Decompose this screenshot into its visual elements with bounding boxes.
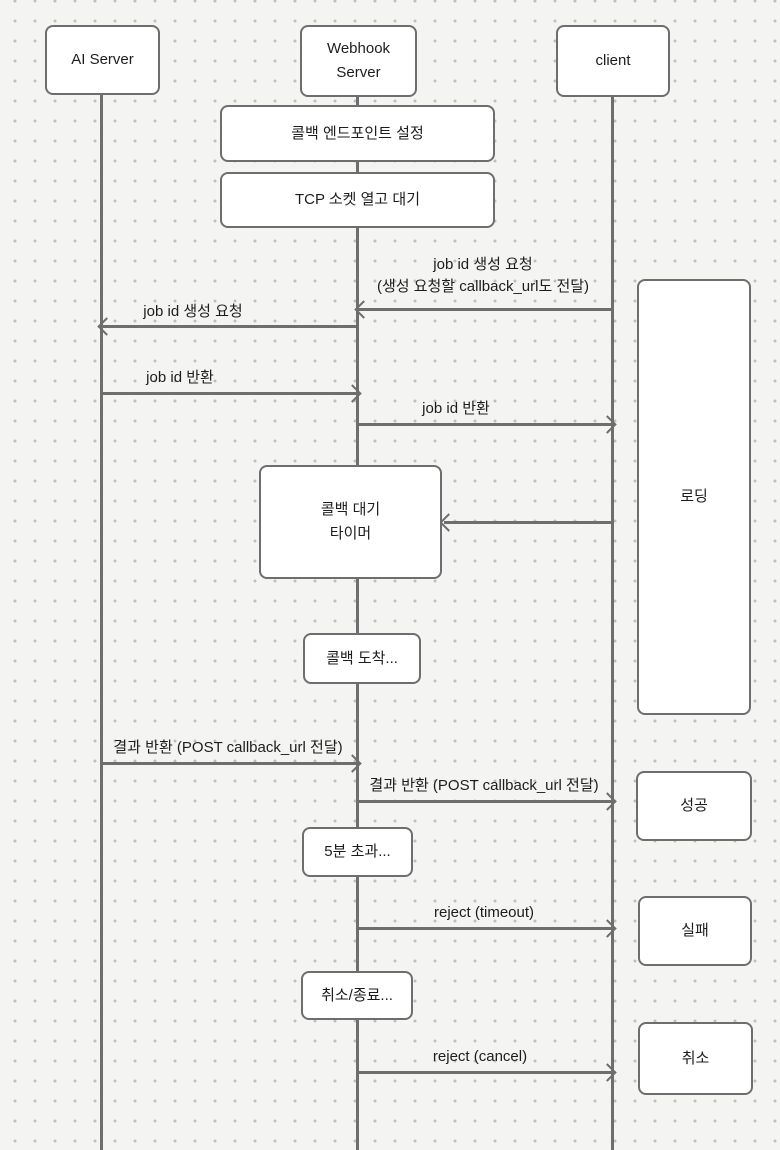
actor-ai-server[interactable]: AI Server <box>45 25 160 95</box>
message-label: reject (cancel) <box>432 1048 528 1065</box>
step-label: 취소/종료... <box>321 986 393 1004</box>
step-label: 5분 초과... <box>324 843 391 860</box>
step-callback-endpoint-setup[interactable]: 콜백 엔드포인트 설정 <box>220 105 495 162</box>
actor-webhook-server[interactable]: Webhook Server <box>300 25 417 97</box>
step-callback-wait-timer[interactable]: 콜백 대기 타이머 <box>259 465 442 579</box>
state-success[interactable]: 성공 <box>636 771 752 841</box>
message-label: job id 반환 <box>146 369 214 386</box>
message-label: 결과 반환 (POST callback_url 전달) <box>369 777 599 794</box>
state-label: 실패 <box>681 922 709 939</box>
state-label: 성공 <box>680 797 708 814</box>
message-label: 결과 반환 (POST callback_url 전달) <box>113 739 343 756</box>
step-label: 콜백 대기 타이머 <box>320 501 381 542</box>
actor-label: client <box>595 52 631 69</box>
actor-client[interactable]: client <box>556 25 670 97</box>
message-label: reject (timeout) <box>433 904 535 921</box>
lifeline-ai-server[interactable] <box>100 95 103 1150</box>
arrowhead-left-icon <box>439 513 458 532</box>
message-label: job id 반환 <box>422 400 490 417</box>
state-cancel[interactable]: 취소 <box>638 1022 753 1095</box>
step-label: 콜백 엔드포인트 설정 <box>291 124 424 142</box>
step-tcp-socket-wait[interactable]: TCP 소켓 열고 대기 <box>220 172 495 228</box>
message-label: job id 생성 요청 (생성 요청할 callback_url도 전달) <box>376 256 590 295</box>
step-label: TCP 소켓 열고 대기 <box>294 191 421 208</box>
state-label: 취소 <box>681 1049 710 1067</box>
actor-label: AI Server <box>71 51 134 68</box>
lifeline-client[interactable] <box>611 97 614 1150</box>
step-cancel-terminate[interactable]: 취소/종료... <box>301 971 413 1020</box>
actor-label: Webhook Server <box>326 40 391 81</box>
state-loading[interactable]: 로딩 <box>637 279 751 715</box>
message-label: job id 생성 요청 <box>143 303 243 320</box>
step-5min-timeout[interactable]: 5분 초과... <box>302 827 413 877</box>
step-label: 콜백 도착... <box>326 649 398 667</box>
lifeline-webhook-server[interactable] <box>356 97 359 1150</box>
state-fail[interactable]: 실패 <box>638 896 752 966</box>
state-label: 로딩 <box>680 488 708 505</box>
step-callback-arrived[interactable]: 콜백 도착... <box>303 633 421 684</box>
